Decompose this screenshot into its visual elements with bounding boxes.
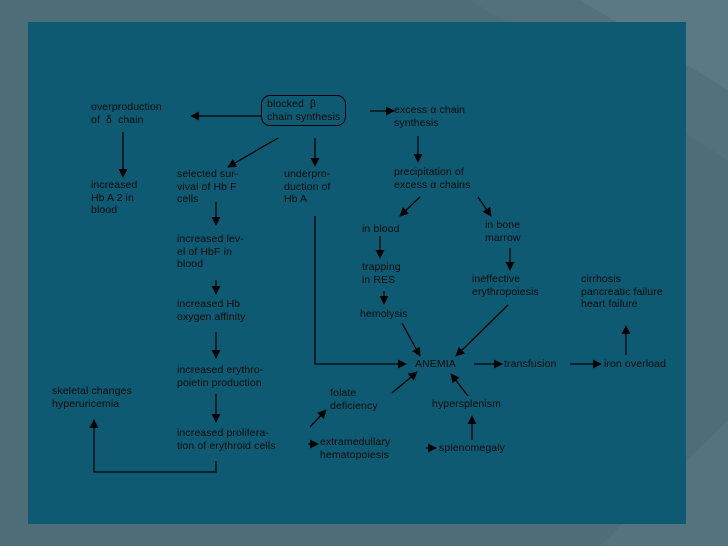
arrow-precipitation-to-in-blood <box>399 196 421 217</box>
flowchart-arrows <box>89 106 631 473</box>
node-blocked-beta-chain-synthesis: blocked β chain synthesis <box>261 95 347 126</box>
content-panel: overproduction of δ chain blocked β chai… <box>28 22 686 524</box>
arrow-underproduction-to-anemia <box>314 216 407 369</box>
node-precipitation-excess-alpha: precipitation of excess α chains <box>394 166 471 191</box>
node-skeletal-changes-hyperuricemia: skeletal changes hyperuricemia <box>52 385 132 410</box>
node-overproduction-delta-chain: overproduction of δ chain <box>91 101 162 126</box>
node-in-blood: in blood <box>362 223 400 235</box>
node-cirrhosis-pancreatic-heart: cirrhosis pancreatic failure heart failu… <box>581 273 663 310</box>
node-trapping-in-res: trapping in RES <box>362 261 401 286</box>
node-transfusion: transfusion <box>504 358 557 370</box>
node-hemolysis: hemolysis <box>360 308 408 320</box>
arrow-ineffective-to-anemia <box>455 304 509 357</box>
node-increased-hba2: increased Hb A 2 in blood <box>91 179 138 216</box>
node-extramedullary-hematopoiesis: extramedullary hematopoiesis <box>320 436 391 461</box>
arrow-proliferation-to-skeletal <box>89 419 217 473</box>
node-in-bone-marrow: in bone marrow <box>485 219 521 244</box>
node-underproduction-hba: underpro- duction of Hb A <box>284 168 331 205</box>
node-anemia: ANEMIA <box>415 358 456 370</box>
node-selected-survival-hbf: selected sur- vival of Hb F cells <box>177 168 239 205</box>
node-ineffective-erythropoiesis: ineffective erythropoiesis <box>472 273 539 298</box>
node-splenomegaly: splenomegaly <box>439 442 505 454</box>
node-increased-proliferation-erythroid: increased prolifera- tion of erythroid c… <box>177 427 276 452</box>
arrow-proliferation-to-folate <box>309 409 327 428</box>
arrow-folate-to-anemia <box>391 371 418 394</box>
node-excess-alpha-chain-synthesis: excess α chain synthesis <box>394 104 466 129</box>
arrow-hemolysis-to-anemia <box>401 322 421 357</box>
node-hypersplenism: hypersplenism <box>432 398 501 410</box>
node-increased-hb-oxygen-affinity: increased Hb oxygen affinity <box>177 298 246 323</box>
arrow-hypersplenism-to-anemia <box>450 373 469 397</box>
node-increased-erythropoietin: increased erythro- poietin production <box>177 364 264 389</box>
arrow-precipitation-to-bone-marrow <box>477 196 492 217</box>
node-folate-deficiency: folate deficiency <box>330 387 378 412</box>
node-increased-hbf-level: increased lev- el of HbF in blood <box>177 233 244 270</box>
arrow-blocked-to-selected <box>227 137 279 168</box>
node-iron-overload: iron overload <box>604 358 667 370</box>
